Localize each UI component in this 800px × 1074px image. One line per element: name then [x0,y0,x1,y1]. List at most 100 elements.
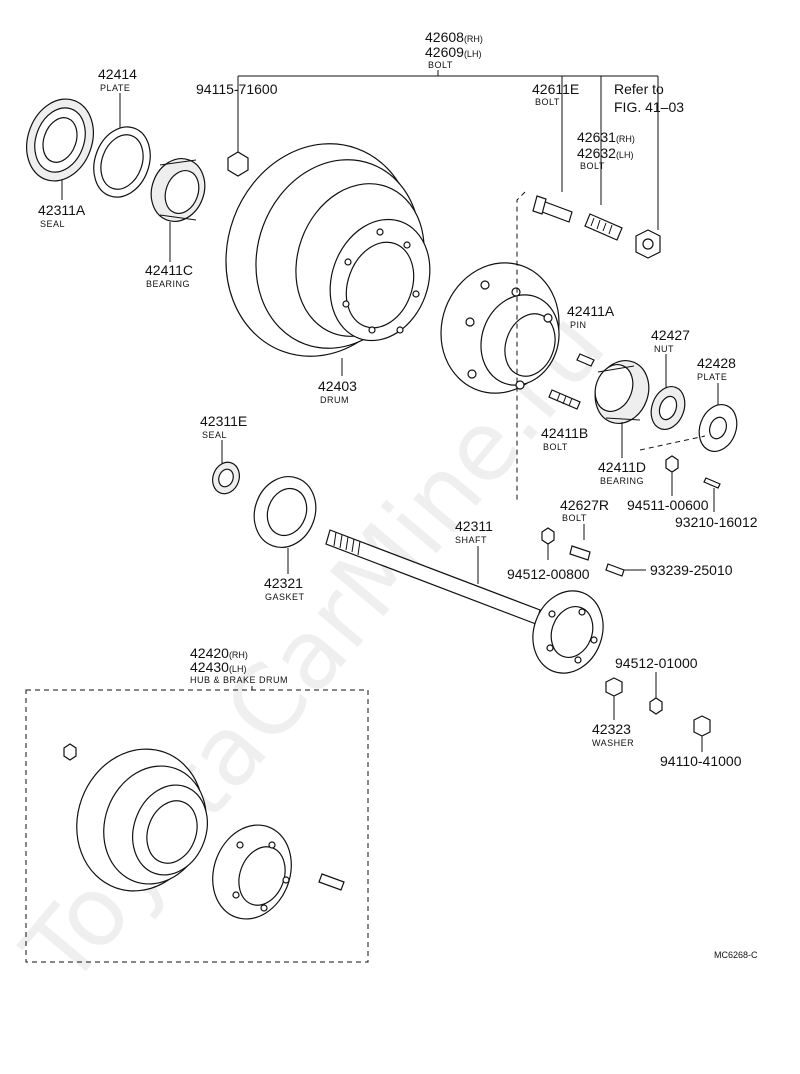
svg-text:93239-25010: 93239-25010 [650,562,733,578]
svg-text:SEAL: SEAL [202,430,227,440]
svg-text:42608(RH): 42608(RH) [425,29,483,45]
axle-shaft-42311[interactable] [325,529,614,683]
svg-text:42411A: 42411A [567,303,615,319]
svg-text:BOLT: BOLT [428,60,453,70]
plate-42414[interactable] [84,119,159,205]
nut-94115-71600[interactable] [227,151,249,177]
axle-hub[interactable] [423,191,577,500]
hub-brake-drum-assembly[interactable] [25,689,369,963]
svg-text:SEAL: SEAL [40,219,65,229]
svg-text:GASKET: GASKET [265,592,305,602]
svg-text:42403: 42403 [318,378,357,394]
callout-93239-25010[interactable]: 93239-25010 [624,562,733,578]
gasket-42321[interactable] [244,468,325,556]
callout-93210-16012[interactable]: 93210-16012 [675,488,758,530]
callout-42414-plate[interactable]: 42414 PLATE [98,66,137,128]
callout-42420-hub-brake-drum[interactable]: 42420(RH) 42430(LH) HUB & BRAKE DRUM [190,645,288,690]
svg-text:42627R: 42627R [560,497,609,513]
seal-42311a[interactable] [16,90,105,191]
bolt-42627r[interactable] [569,545,591,561]
callout-42411b-bolt[interactable]: 42411B BOLT [541,425,588,452]
svg-text:BEARING: BEARING [600,476,644,486]
lock-plate-42428[interactable] [639,399,743,456]
svg-text:WASHER: WASHER [592,738,634,748]
washer-94512-01000[interactable] [649,697,663,715]
seal-42311e[interactable] [208,459,243,498]
svg-text:42420(RH): 42420(RH) [190,645,248,661]
svg-text:BOLT: BOLT [543,442,568,452]
callout-94115-71600[interactable]: 94115-71600 [196,81,278,152]
nut-94512-00800[interactable] [541,527,555,545]
pin-42411a[interactable] [576,353,595,367]
bearing-42411d[interactable] [587,353,658,431]
callout-42321-gasket[interactable]: 42321 GASKET [264,548,305,602]
svg-text:SHAFT: SHAFT [455,535,487,545]
svg-text:BEARING: BEARING [146,279,190,289]
svg-text:42311E: 42311E [200,413,247,429]
callout-42403-drum[interactable]: 42403 DRUM [318,358,357,405]
svg-text:BOLT: BOLT [580,161,605,171]
bolt-42631[interactable] [584,213,623,241]
svg-text:94512-00800: 94512-00800 [507,566,590,582]
svg-text:42311A: 42311A [38,202,86,218]
svg-text:42609(LH): 42609(LH) [425,44,481,60]
svg-text:42411D: 42411D [598,459,646,475]
svg-text:HUB & BRAKE DRUM: HUB & BRAKE DRUM [190,675,288,685]
refer-to-fig-41-03[interactable]: Refer to FIG. 41–03 [614,81,684,115]
svg-text:94511-00600: 94511-00600 [627,497,709,513]
svg-text:94115-71600: 94115-71600 [196,81,278,97]
bearing-42411c[interactable] [143,151,214,229]
svg-text:42414: 42414 [98,66,137,82]
screw-93210-16012[interactable] [703,477,721,489]
svg-text:NUT: NUT [654,344,674,354]
svg-text:DRUM: DRUM [320,395,349,405]
svg-text:42411C: 42411C [145,262,193,278]
washer-94511-00600[interactable] [665,455,679,473]
svg-text:42430(LH): 42430(LH) [190,659,246,675]
callout-94110-41000[interactable]: 94110-41000 [660,736,742,769]
nut-fig-41-03[interactable] [635,229,661,259]
bolt-42611e[interactable] [532,195,573,223]
callout-42411d-bearing[interactable]: 42411D BEARING [598,422,646,486]
svg-text:42323: 42323 [592,721,631,737]
nut-42427[interactable] [645,382,690,434]
callout-42428-plate[interactable]: 42428 PLATE [697,355,736,405]
screw-93239-25010[interactable] [605,563,625,577]
callout-42411a-pin[interactable]: 42411A PIN [567,303,615,330]
svg-text:42427: 42427 [651,327,690,343]
bolt-42411b[interactable] [548,389,581,410]
callout-42311a-seal[interactable]: 42311A SEAL [38,180,86,229]
svg-text:42311: 42311 [455,518,493,534]
svg-text:PLATE: PLATE [100,83,130,93]
svg-text:94512-01000: 94512-01000 [615,655,698,671]
svg-text:42411B: 42411B [541,425,588,441]
watermark: ToyotaCarMine.ru [1,290,627,1005]
callout-94511-00600[interactable]: 94511-00600 [627,472,709,513]
svg-text:42631(RH): 42631(RH) [577,129,635,145]
callout-42323-washer[interactable]: 42323 WASHER [592,696,634,748]
callout-42627r-bolt[interactable]: 42627R BOLT [560,497,609,540]
svg-text:42632(LH): 42632(LH) [577,145,633,161]
nut-94110-41000[interactable] [693,715,711,737]
figure-code: MC6268-C [714,950,758,960]
callout-42311e-seal[interactable]: 42311E SEAL [200,413,247,464]
svg-text:Refer to: Refer to [614,81,664,97]
svg-text:42321: 42321 [264,575,303,591]
svg-text:BOLT: BOLT [562,513,587,523]
svg-text:94110-41000: 94110-41000 [660,753,742,769]
callout-42411c-bearing[interactable]: 42411C BEARING [145,222,193,289]
callout-94512-01000[interactable]: 94512-01000 [615,655,698,698]
washer-42323[interactable] [605,677,623,697]
svg-text:42611E: 42611E [532,81,579,97]
callout-42311-shaft[interactable]: 42311 SHAFT [455,518,493,584]
svg-text:PLATE: PLATE [697,372,727,382]
svg-text:BOLT: BOLT [535,97,560,107]
callout-42631-bolt[interactable]: 42631(RH) 42632(LH) BOLT [577,129,635,171]
callout-42611e-bolt[interactable]: 42611E BOLT [532,81,579,192]
svg-text:FIG. 41–03: FIG. 41–03 [614,99,684,115]
brake-drum-42403[interactable] [197,117,447,383]
svg-text:42428: 42428 [697,355,736,371]
callout-42427-nut[interactable]: 42427 NUT [651,327,690,388]
callout-94512-00800[interactable]: 94512-00800 [507,544,590,582]
